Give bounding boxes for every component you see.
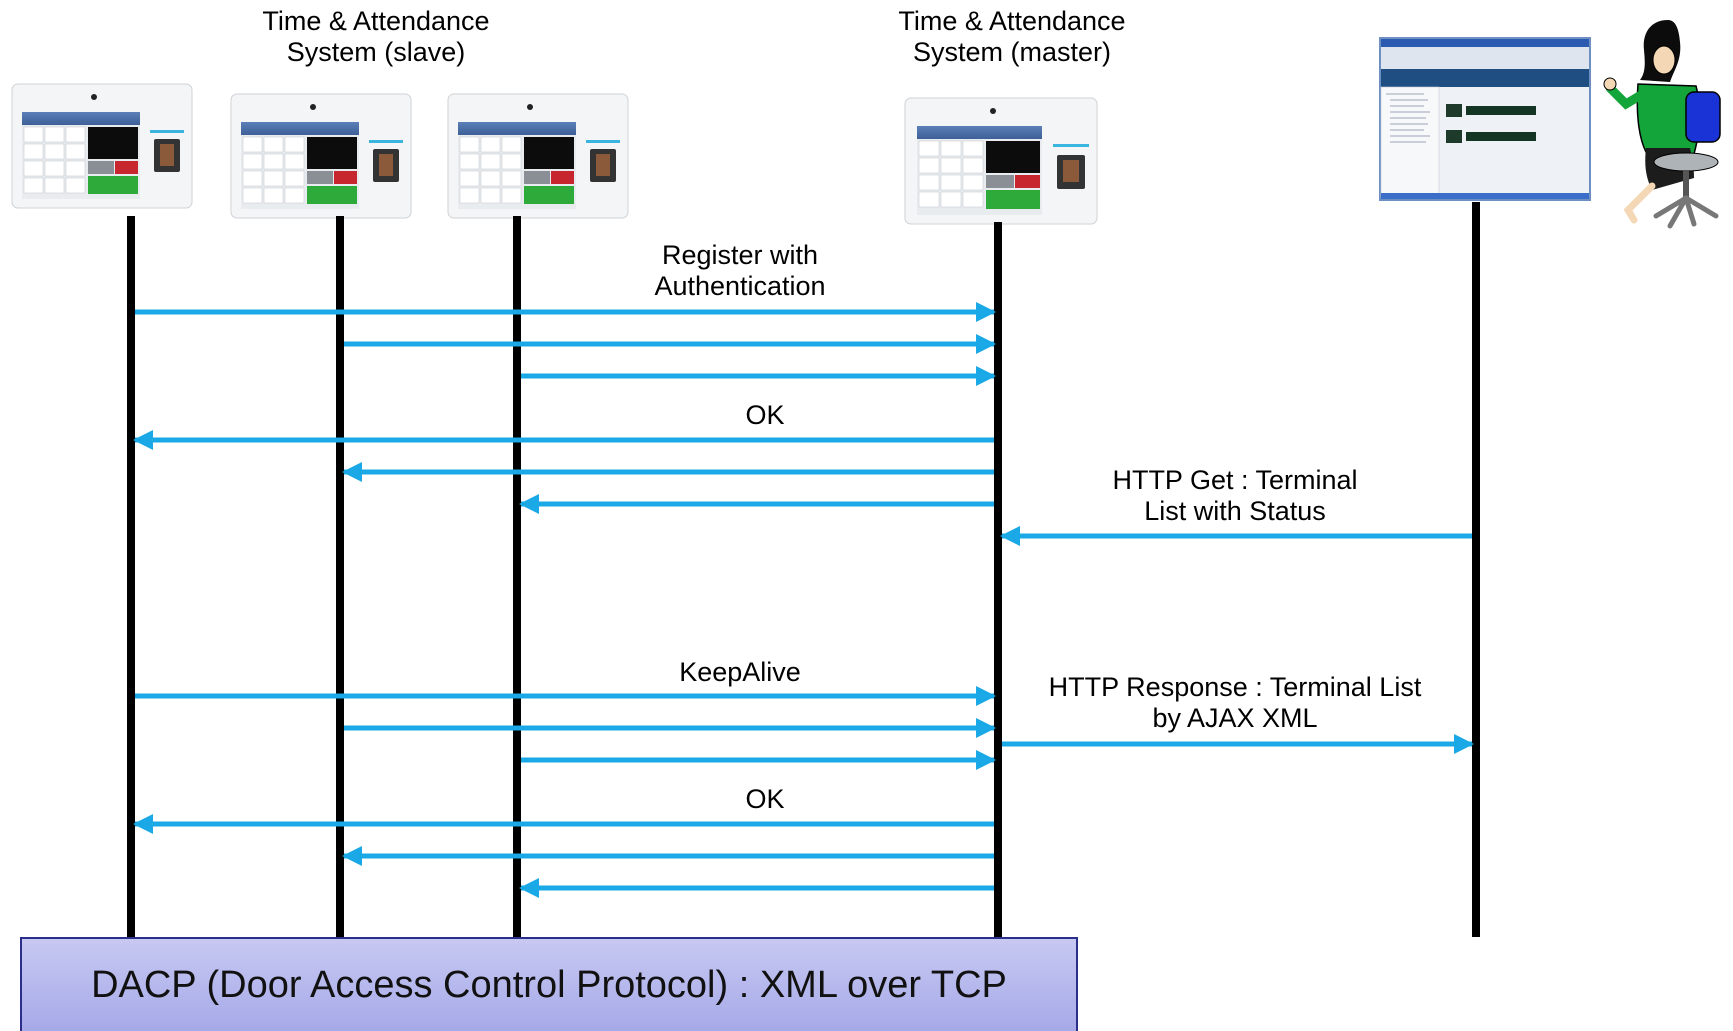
terminal-device-1 bbox=[11, 83, 193, 209]
terminal-device-2 bbox=[230, 93, 412, 219]
lifelines bbox=[127, 202, 1480, 937]
protocol-banner: DACP (Door Access Control Protocol) : XM… bbox=[20, 937, 1078, 1031]
register-message-label: Register with Authentication bbox=[654, 240, 826, 301]
master-system-label: Time & Attendance System (master) bbox=[898, 6, 1126, 67]
keepalive-message-label: KeepAlive bbox=[679, 657, 801, 687]
slave-system-label: Time & Attendance System (slave) bbox=[262, 6, 490, 67]
message-arrows bbox=[133, 302, 1474, 898]
web-manager-screenshot bbox=[1379, 37, 1591, 201]
http-response-message-label: HTTP Response : Terminal List by AJAX XM… bbox=[1048, 672, 1422, 733]
protocol-banner-text: DACP (Door Access Control Protocol) : XM… bbox=[91, 963, 1007, 1006]
http-get-message-label: HTTP Get : Terminal List with Status bbox=[1112, 465, 1358, 526]
operator-person-icon bbox=[1603, 20, 1721, 229]
terminal-device-3 bbox=[447, 93, 629, 219]
ok-message-label-1: OK bbox=[745, 400, 785, 430]
ok-message-label-2: OK bbox=[745, 784, 785, 814]
terminal-device-master bbox=[904, 97, 1098, 225]
